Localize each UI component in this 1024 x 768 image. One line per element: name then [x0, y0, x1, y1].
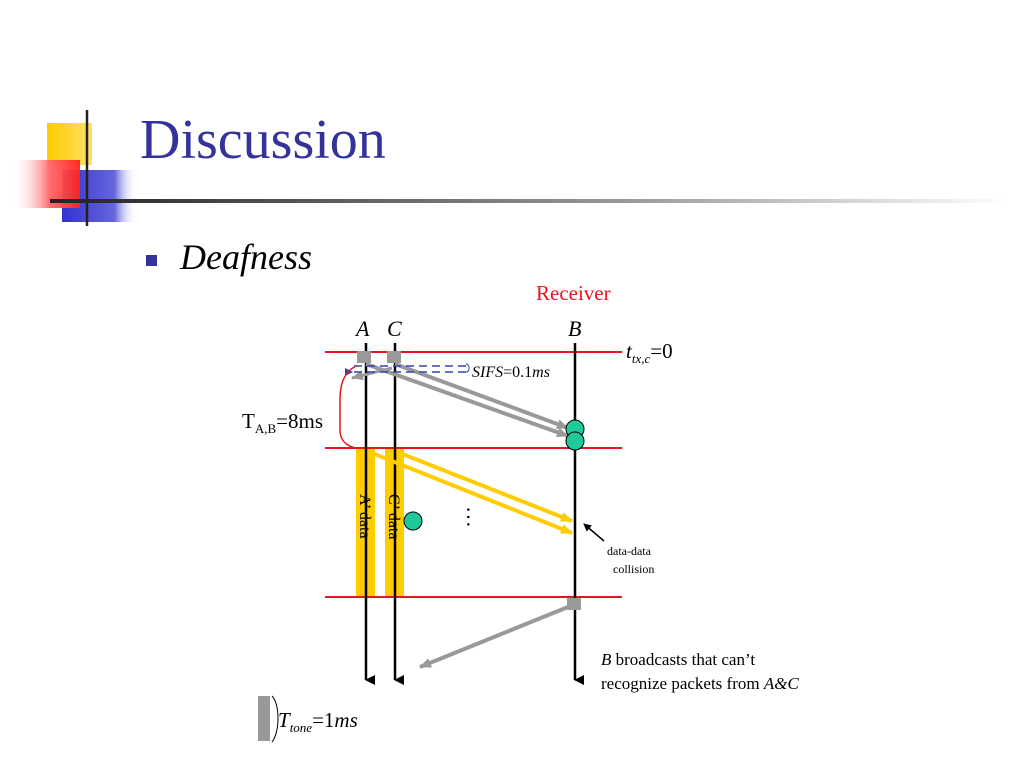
- tone-square-c: [387, 351, 401, 363]
- sifs-name: SIFS: [472, 364, 503, 381]
- t-ab-label: TA,B=8ms: [242, 409, 323, 436]
- bullet-text: Deafness: [180, 237, 312, 277]
- t-ab-brace: [339, 365, 357, 449]
- gray-arrow-to-a-start: [351, 366, 393, 381]
- collision-label-line2: collision: [613, 562, 654, 576]
- broadcast-nodes-ac: A&C: [763, 674, 800, 693]
- t-tone-sub: tone: [290, 720, 313, 735]
- gray-arrow-a-to-b: [365, 362, 569, 438]
- broadcast-note-line1: B broadcasts that can’t: [601, 650, 755, 669]
- sifs-value: =0.1: [503, 364, 532, 381]
- t-ab-value: =8ms: [276, 409, 323, 433]
- a-data-label: A’ data: [356, 494, 373, 539]
- tone-legend-brace: [271, 695, 279, 743]
- broadcast-line2-text: recognize packets from: [601, 674, 764, 693]
- tone-legend-swatch: [258, 696, 270, 741]
- slide-title: Discussion: [140, 109, 386, 171]
- broadcast-node-b: B: [601, 650, 612, 669]
- broadcast-line1-text: broadcasts that can’t: [611, 650, 755, 669]
- receiver-label: Receiver: [536, 281, 611, 305]
- t-tone-unit: ms: [334, 708, 357, 732]
- t-ab-sub: A,B: [255, 421, 277, 436]
- sifs-unit: ms: [532, 364, 550, 381]
- ellipsis-label: …: [462, 506, 487, 528]
- sifs-label: SIFS=0.1ms: [472, 364, 550, 381]
- t-tone-t: T: [278, 708, 291, 732]
- node-label-a: A: [354, 316, 370, 341]
- logo-yellow-block: [47, 123, 92, 165]
- node-label-b: B: [568, 316, 581, 341]
- gray-arrow-c-to-b: [394, 362, 569, 430]
- tone-square-a: [357, 351, 371, 363]
- c-data-label: C’ data: [385, 494, 402, 539]
- collision-marker-c: [403, 511, 423, 531]
- collision-marker-b-2: [565, 431, 585, 451]
- t-tone-value: =1: [312, 708, 334, 732]
- t-tx-c-sub: tx,c: [632, 351, 651, 366]
- tone-square-b: [567, 598, 581, 610]
- title-underline: [50, 199, 1010, 203]
- t-tx-c-value: =0: [650, 339, 672, 363]
- bullet-marker: [146, 255, 157, 266]
- t-tx-c-label: ttx,c=0: [626, 339, 673, 366]
- collision-label-line1: data-data: [607, 544, 652, 558]
- t-ab-t: T: [242, 409, 255, 433]
- sifs-brace: [465, 363, 470, 373]
- slide-logo: [12, 110, 1010, 226]
- yellow-arrow-a-to-b: [371, 451, 573, 535]
- t-tone-label: Ttone=1ms: [278, 708, 358, 735]
- yellow-arrow-c-to-b: [399, 451, 573, 523]
- gray-arrow-b-broadcast: [419, 605, 569, 669]
- broadcast-note-line2: recognize packets from A&C: [601, 674, 799, 693]
- t-tx-c-t: t: [626, 339, 633, 363]
- node-label-c: C: [387, 316, 402, 341]
- collision-pointer-arrow: [583, 523, 605, 542]
